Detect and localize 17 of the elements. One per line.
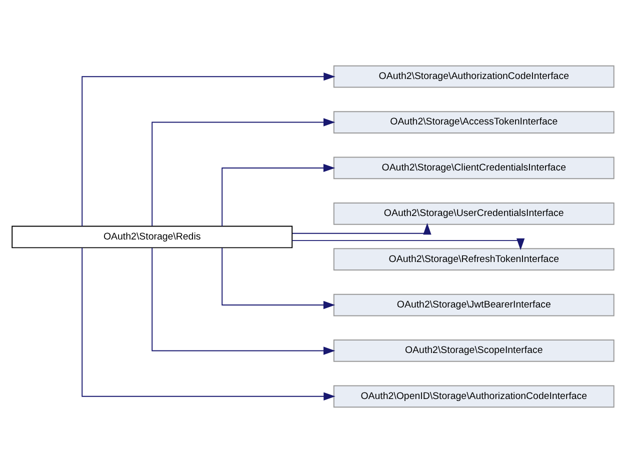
arrow	[292, 238, 525, 250]
arrow	[82, 72, 336, 226]
node-box: OAuth2\Storage\RefreshTokenInterface	[333, 248, 614, 270]
arrow	[152, 118, 336, 226]
node-box: OAuth2\Storage\ScopeInterface	[333, 339, 614, 362]
arrow	[82, 246, 336, 400]
arrow	[222, 246, 336, 309]
node-box: OAuth2\Storage\Redis	[12, 225, 293, 248]
node-box: OAuth2\Storage\AccessTokenInterface	[333, 110, 614, 133]
arrow	[152, 246, 336, 354]
node-box: OAuth2\Storage\UserCredentialsInterface	[333, 202, 614, 224]
node-box: OAuth2\OpenID\Storage\AuthorizationCodeInterface	[333, 384, 614, 408]
node-box: OAuth2\Storage\JwtBearerInterface	[333, 293, 614, 316]
arrow	[292, 222, 432, 234]
node-box: OAuth2\Storage\ClientCredentialsInterface	[333, 156, 614, 179]
arrow	[222, 163, 336, 226]
node-box: OAuth2\Storage\AuthorizationCodeInterface	[333, 64, 614, 88]
